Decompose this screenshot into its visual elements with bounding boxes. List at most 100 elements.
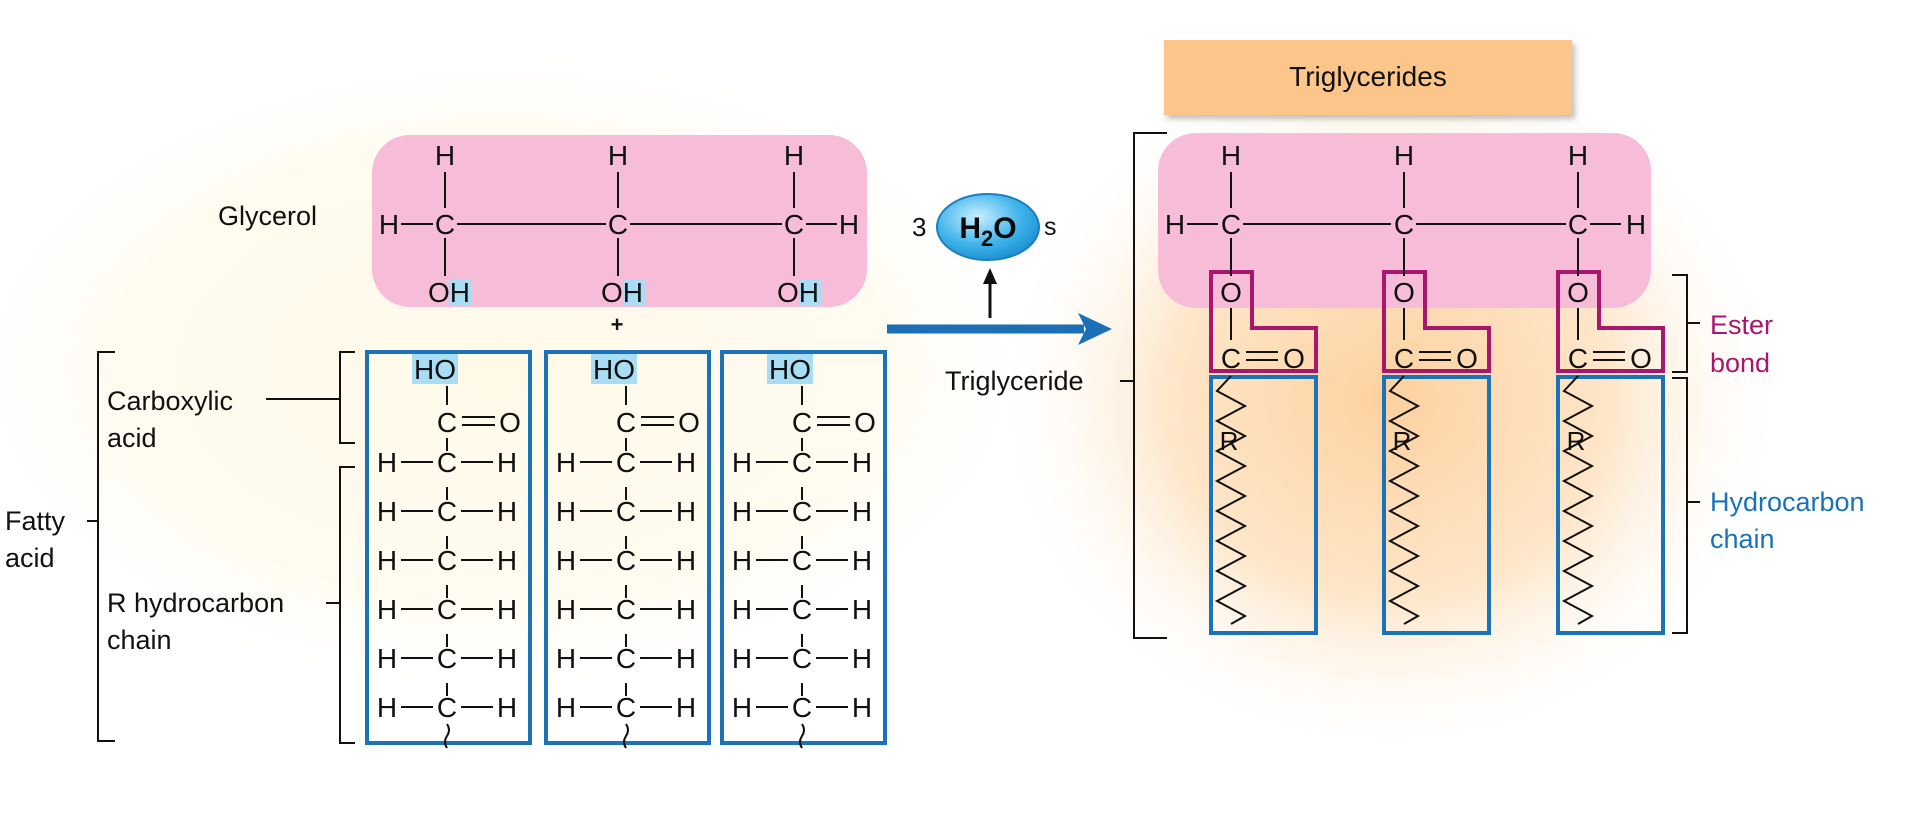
water-molecule-icon [936,193,1040,261]
carboxylic-acid-label-line1: Carboxylic [107,386,233,416]
chain-hydrogen-right: H [852,692,872,723]
r-hydrocarbon-label-line2: chain [107,625,172,655]
chain-carbon: C [792,545,812,576]
chain-hydrogen-right: H [676,496,696,527]
chain-carbon: C [437,643,457,674]
ester-carbonyl-oxygen: O [1456,343,1478,374]
chain-hydrogen-right: H [852,447,872,478]
fatty-acid-box [720,350,887,745]
carboxyl-carbon: C [437,407,457,438]
hydrocarbon-chain-label-line1: Hydrocarbon [1710,487,1865,517]
glycerol-hydroxyl: OH [601,277,643,308]
chain-carbon: C [437,692,457,723]
chain-hydrogen-left: H [556,692,576,723]
hydrocarbon-chain-bracket [1672,377,1688,634]
ester-bond-outline [1382,270,1491,373]
chain-hydrogen-right: H [497,692,517,723]
carboxyl-hydroxyl: HO [769,354,811,385]
product-top-hydrogen: H [1394,140,1414,171]
chain-carbon: C [616,447,636,478]
chain-hydrogen-right: H [676,643,696,674]
chain-carbon: C [792,496,812,527]
product-glycerol-carbon: C [1221,209,1241,240]
chain-hydrogen-right: H [676,545,696,576]
water-release: 3 H2O s [887,193,1112,345]
r-chain-bracket [339,466,355,744]
ester-carbonyl-oxygen: O [1283,343,1305,374]
hydrocarbon-chain-box [1382,375,1491,635]
chain-hydrogen-right: H [852,496,872,527]
glycerol-label: Glycerol [218,201,317,231]
carbonyl-oxygen: O [678,407,700,438]
ester-carbon: C [1221,343,1241,374]
ester-oxygen: O [1220,277,1242,308]
fatty-acid-box [365,350,532,745]
chain-carbon: C [616,496,636,527]
water-suffix: s [1044,213,1057,241]
chain-carbon: C [437,447,457,478]
glycerol-top-hydrogen: H [608,140,628,171]
chain-hydrogen-left: H [732,692,752,723]
product-left-hydrogen: H [1165,209,1185,240]
chain-hydrogen-left: H [377,594,397,625]
product-labels: Triglyceride Ester bond Hydrocarbon chai… [945,132,1865,639]
chain-carbon: C [616,545,636,576]
ester-bond-outline [1209,270,1318,373]
chain-hydrogen-right: H [497,643,517,674]
chain-hydrogen-left: H [732,496,752,527]
carbonyl-oxygen: O [854,407,876,438]
ester-carbon: C [1568,343,1588,374]
glycerol-top-hydrogen: H [435,140,455,171]
ester-carbon: C [1394,343,1414,374]
carboxyl-hydroxyl: HO [414,354,456,385]
product-right-hydrogen: H [1626,209,1646,240]
glycerol-right-hydrogen: H [839,209,859,240]
carboxyl-carbon: C [616,407,636,438]
ester-bond-label-line2: bond [1710,348,1770,378]
triglycerides-title: Triglycerides [1289,61,1447,92]
chain-hydrogen-left: H [377,643,397,674]
chain-hydrogen-left: H [556,594,576,625]
chain-hydrogen-left: H [556,496,576,527]
glycerol-background [372,135,867,307]
chain-hydrogen-right: H [497,545,517,576]
chain-hydrogen-left: H [556,643,576,674]
carboxylic-acid-label-line2: acid [107,423,157,453]
hydrocarbon-chain-box [1209,375,1318,635]
r-group-label: R [1567,426,1586,456]
chain-hydrogen-right: H [852,643,872,674]
fatty-acid-label-line1: Fatty [5,506,66,536]
chain-hydrogen-right: H [852,594,872,625]
chain-hydrogen-right: H [852,545,872,576]
chain-carbon: C [792,594,812,625]
product-top-hydrogen: H [1568,140,1588,171]
r-group-label: R [1393,426,1412,456]
chain-carbon: C [437,594,457,625]
triglyceride-glycerol-background [1158,133,1651,308]
chain-hydrogen-left: H [732,545,752,576]
chain-hydrogen-right: H [676,447,696,478]
water-coefficient: 3 [912,212,926,242]
hydrocarbon-chain-box [1556,375,1665,635]
glycerol-top-hydrogen: H [784,140,804,171]
ester-bond-outline [1556,270,1665,373]
product-glycerol-carbon: C [1394,209,1414,240]
chain-carbon: C [437,496,457,527]
r-hydrocarbon-label-line1: R hydrocarbon [107,588,284,618]
chain-hydrogen-left: H [377,496,397,527]
hydrocarbon-zigzag [1387,375,1421,625]
chain-hydrogen-left: H [732,594,752,625]
ester-carbonyl-oxygen: O [1630,343,1652,374]
fatty-acid-bracket [97,351,115,742]
glycerol-carbon: C [784,209,804,240]
triglyceride-label: Triglyceride [945,366,1084,396]
chain-carbon: C [437,545,457,576]
triglyceride-bracket [1133,132,1167,639]
hydrocarbon-zigzag [1561,375,1595,625]
chain-carbon: C [792,643,812,674]
